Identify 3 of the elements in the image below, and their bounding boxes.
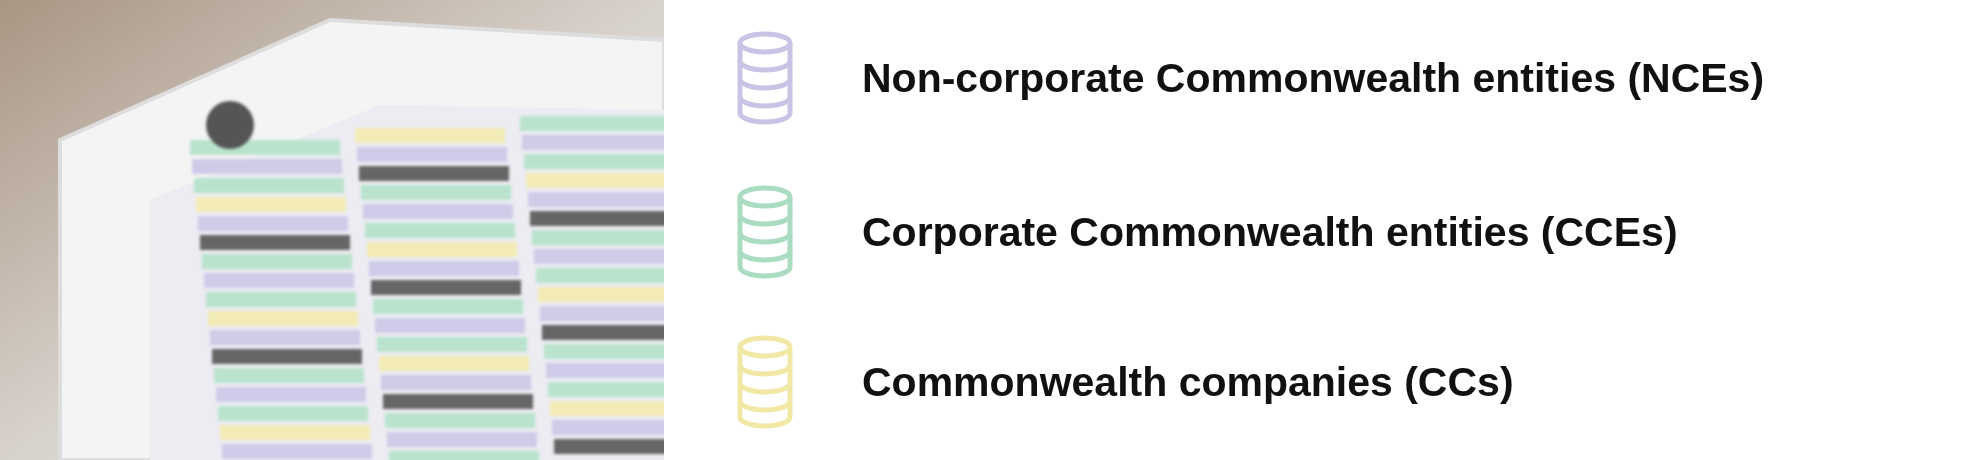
legend-label: Corporate Commonwealth entities (CCEs) [862, 208, 1678, 256]
legend-label: Non-corporate Commonwealth entities (NCEs) [862, 54, 1765, 102]
legend-label: Commonwealth companies (CCs) [862, 358, 1514, 406]
